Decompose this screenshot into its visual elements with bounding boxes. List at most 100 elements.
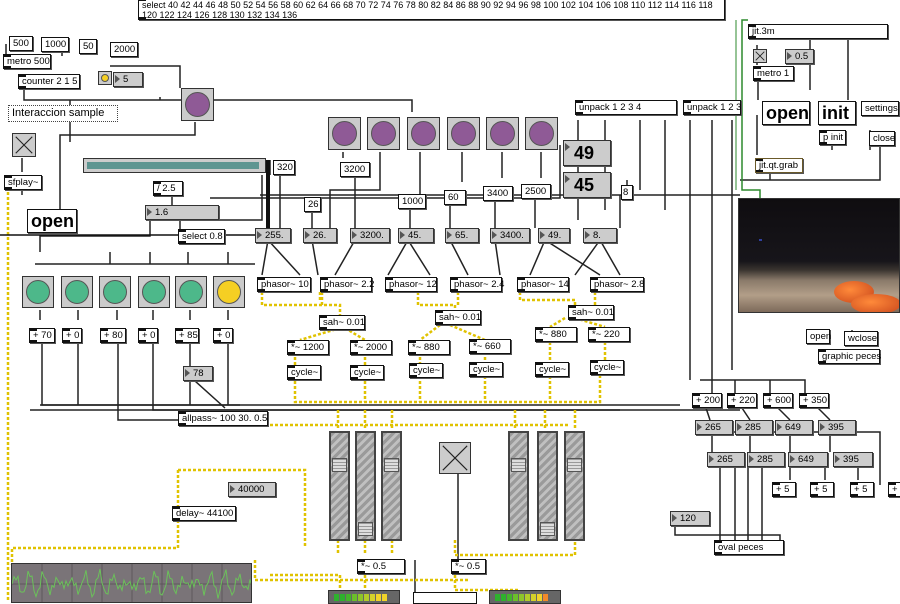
jit-3m-object[interactable]: jit.3m bbox=[748, 24, 888, 39]
video-adder[interactable]: + 220 bbox=[727, 393, 757, 408]
multiply-object[interactable]: *~ 220 bbox=[588, 327, 630, 342]
status-led[interactable] bbox=[138, 276, 170, 308]
delay-number[interactable]: 40000 bbox=[228, 482, 276, 497]
select-08-object[interactable]: select 0.8 bbox=[178, 229, 225, 244]
oval-object[interactable]: oval peces bbox=[714, 540, 784, 555]
multiply-object[interactable]: *~ 880 bbox=[535, 327, 577, 342]
fader-knob[interactable] bbox=[511, 458, 526, 472]
counter-number[interactable]: 5 bbox=[113, 72, 143, 87]
message-320[interactable]: 320 bbox=[273, 160, 295, 175]
video-number[interactable]: 649 bbox=[788, 452, 828, 467]
audio-toggle[interactable] bbox=[439, 442, 471, 474]
select-object[interactable]: select 40 42 44 46 48 50 52 54 56 58 60 … bbox=[138, 0, 725, 20]
message-50[interactable]: 50 bbox=[79, 39, 97, 54]
delay-object[interactable]: delay~ 44100 bbox=[172, 506, 236, 521]
message-26[interactable]: 26 bbox=[304, 197, 321, 212]
volume-fader[interactable] bbox=[508, 431, 529, 541]
message-3400[interactable]: 3400 bbox=[483, 186, 513, 201]
playback-toggle[interactable] bbox=[12, 133, 36, 157]
message-2500[interactable]: 2500 bbox=[521, 184, 551, 199]
unpack3-object[interactable]: unpack 1 2 3 bbox=[683, 100, 741, 115]
plus5-object[interactable]: + 5 bbox=[772, 482, 796, 497]
grab-object[interactable]: jit.qt.grab bbox=[755, 158, 803, 173]
multiply-object[interactable]: *~ 1200 bbox=[287, 340, 329, 355]
graphic-object[interactable]: graphic peces bbox=[818, 349, 881, 364]
phasor-object[interactable]: phasor~ 2.4 bbox=[450, 277, 504, 292]
video-number[interactable]: 649 bbox=[775, 420, 813, 435]
purple-led[interactable] bbox=[447, 117, 480, 150]
metro-object[interactable]: metro 500 bbox=[3, 54, 51, 69]
cycle-object[interactable]: cycle~ bbox=[590, 360, 624, 375]
adder-object[interactable]: + 80 bbox=[100, 328, 126, 343]
cycle-object[interactable]: cycle~ bbox=[350, 365, 384, 380]
adder-object[interactable]: + 0 bbox=[62, 328, 82, 343]
phasor-object[interactable]: phasor~ 14 bbox=[517, 277, 569, 292]
gain-right-object[interactable]: *~ 0.5 bbox=[451, 559, 486, 574]
purple-led[interactable] bbox=[486, 117, 519, 150]
big-number-49[interactable]: 49 bbox=[563, 140, 611, 166]
cycle-object[interactable]: cycle~ bbox=[409, 363, 443, 378]
frequency-number[interactable]: 3400. bbox=[490, 228, 530, 243]
video-number[interactable]: 285 bbox=[747, 452, 785, 467]
video-adder[interactable]: + 350 bbox=[799, 393, 829, 408]
unpack4-object[interactable]: unpack 1 2 3 4 bbox=[575, 100, 677, 115]
fader-knob[interactable] bbox=[332, 458, 347, 472]
adder-object[interactable]: + 0 bbox=[213, 328, 233, 343]
status-led[interactable] bbox=[61, 276, 93, 308]
video-toggle[interactable] bbox=[753, 49, 767, 63]
wclose-message[interactable]: wclose bbox=[844, 331, 878, 346]
gain-left-object[interactable]: *~ 0.5 bbox=[357, 559, 405, 574]
multiply-object[interactable]: *~ 660 bbox=[469, 339, 511, 354]
phasor-object[interactable]: phasor~ 2.2 bbox=[320, 277, 374, 292]
fader-knob[interactable] bbox=[384, 458, 399, 472]
frequency-number[interactable]: 65. bbox=[445, 228, 479, 243]
phasor-object[interactable]: phasor~ 2.8 bbox=[590, 277, 644, 292]
fader-knob[interactable] bbox=[567, 458, 582, 472]
frequency-number[interactable]: 8. bbox=[583, 228, 617, 243]
fader-knob[interactable] bbox=[540, 522, 555, 537]
video-adder[interactable]: + 600 bbox=[763, 393, 793, 408]
horizontal-slider[interactable] bbox=[83, 158, 266, 173]
video-number[interactable]: 395 bbox=[833, 452, 873, 467]
divide-object[interactable]: / 2.5 bbox=[153, 181, 183, 196]
cycle-object[interactable]: cycle~ bbox=[535, 362, 569, 377]
ratio-number[interactable]: 1.6 bbox=[145, 205, 219, 220]
dac-object[interactable] bbox=[413, 592, 477, 604]
allpass-object[interactable]: allpass~ 100 30. 0.5 bbox=[178, 411, 268, 426]
phasor-object[interactable]: phasor~ 10 bbox=[257, 277, 311, 292]
video-number[interactable]: 395 bbox=[818, 420, 856, 435]
video-number[interactable]: 265 bbox=[707, 452, 745, 467]
multiply-object[interactable]: *~ 880 bbox=[408, 340, 450, 355]
volume-fader[interactable] bbox=[537, 431, 558, 541]
status-led[interactable] bbox=[175, 276, 207, 308]
adder-object[interactable]: + 0 bbox=[138, 328, 158, 343]
multiply-object[interactable]: *~ 2000 bbox=[350, 340, 392, 355]
video-adder[interactable]: + 200 bbox=[692, 393, 722, 408]
status-led[interactable] bbox=[99, 276, 131, 308]
adder-object[interactable]: + 85 bbox=[175, 328, 199, 343]
frequency-number[interactable]: 3200. bbox=[350, 228, 390, 243]
plus5-object[interactable]: + 5 bbox=[888, 482, 900, 497]
plus5-object[interactable]: + 5 bbox=[810, 482, 834, 497]
open-video-button[interactable]: open bbox=[762, 101, 810, 125]
p-init-object[interactable]: p init bbox=[819, 130, 846, 145]
purple-led[interactable] bbox=[407, 117, 440, 150]
purple-led[interactable] bbox=[525, 117, 558, 150]
big-number-45[interactable]: 45 bbox=[563, 172, 611, 198]
message-1000b[interactable]: 1000 bbox=[398, 194, 426, 209]
message-1000[interactable]: 1000 bbox=[41, 37, 69, 52]
adder-object[interactable]: + 70 bbox=[29, 328, 55, 343]
volume-fader[interactable] bbox=[355, 431, 376, 541]
frequency-number[interactable]: 45. bbox=[398, 228, 434, 243]
open-graphic-message[interactable]: open bbox=[806, 329, 831, 344]
close-message[interactable]: close bbox=[869, 131, 895, 146]
sah-object[interactable]: sah~ 0.01 bbox=[319, 315, 365, 330]
frequency-number[interactable]: 49. bbox=[538, 228, 570, 243]
message-2000[interactable]: 2000 bbox=[110, 42, 138, 57]
sfplay-object[interactable]: sfplay~ bbox=[4, 175, 42, 190]
cycle-object[interactable]: cycle~ bbox=[287, 365, 321, 380]
metro-1-object[interactable]: metro 1 bbox=[753, 66, 794, 81]
purple-led[interactable] bbox=[328, 117, 361, 150]
open-message[interactable]: open bbox=[27, 209, 77, 233]
sah-object[interactable]: sah~ 0.01 bbox=[435, 310, 481, 325]
